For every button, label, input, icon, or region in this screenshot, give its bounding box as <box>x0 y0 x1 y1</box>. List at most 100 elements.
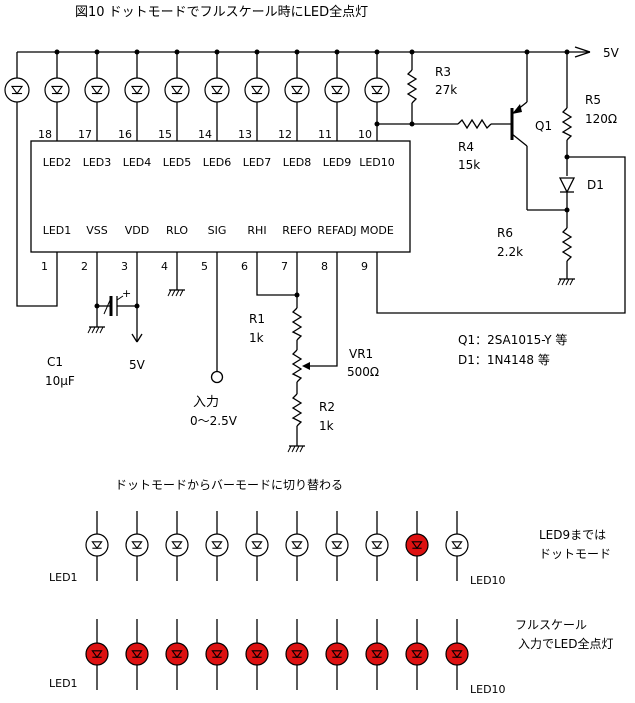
row1-led-6 <box>285 642 309 666</box>
parts-note-q1: Q1：2SA1015-Y 等 <box>458 333 567 347</box>
q1-name: Q1 <box>535 119 552 133</box>
pin-label-led7: LED7 <box>243 156 272 169</box>
pin-number-16: 16 <box>118 128 132 141</box>
pin-label-led4: LED4 <box>123 156 152 169</box>
row0-led-1 <box>85 533 109 557</box>
vr1-value: 500Ω <box>347 365 379 379</box>
led-top-8 <box>284 77 310 103</box>
pin-number-11: 11 <box>318 128 332 141</box>
c1-value: 10μF <box>45 374 75 388</box>
led-top-2 <box>44 77 70 103</box>
row1-led-1 <box>85 642 109 666</box>
pin-number-6: 6 <box>241 260 248 273</box>
r5-name: R5 <box>585 93 601 107</box>
pin-number-15: 15 <box>158 128 172 141</box>
led-top-3 <box>84 77 110 103</box>
led-top-4 <box>124 77 150 103</box>
r1-value: 1k <box>249 331 264 345</box>
pin-label-mode: MODE <box>360 224 394 237</box>
led-top-9 <box>324 77 350 103</box>
led-top-10 <box>364 77 390 103</box>
c1-plus: + <box>122 287 131 300</box>
pin-label-led1: LED1 <box>43 224 72 237</box>
pin-label-vdd: VDD <box>125 224 149 237</box>
rlo-ground <box>167 289 185 297</box>
r6-value: 2.2k <box>497 245 523 259</box>
row1-led-3 <box>165 642 189 666</box>
ic-top-pins: 18LED217LED316LED415LED514LED613LED712LE… <box>38 128 395 169</box>
node-refo <box>294 292 300 298</box>
pin-number-8: 8 <box>321 260 328 273</box>
r5-value: 120Ω <box>585 112 617 126</box>
row0-note-line2: ドットモード <box>539 547 611 561</box>
pin-number-10: 10 <box>358 128 372 141</box>
input-label: 入力 <box>193 395 219 410</box>
pin-label-led2: LED2 <box>43 156 72 169</box>
row1-led-9 <box>405 642 429 666</box>
pin-label-refo: REFO <box>282 224 312 237</box>
r2-ground <box>287 445 305 453</box>
r2-value: 1k <box>319 419 334 433</box>
row1-note-line1: フルスケール <box>515 618 587 632</box>
pin-number-12: 12 <box>278 128 292 141</box>
c1-name: C1 <box>47 355 63 369</box>
row1-note-line2: 入力でLED全点灯 <box>518 636 614 651</box>
led1-wire <box>16 108 58 307</box>
led-top-1 <box>4 77 30 103</box>
vdd-supply-label: 5V <box>129 358 146 372</box>
r6-resistor <box>561 227 573 262</box>
row0-led-6 <box>285 533 309 557</box>
pin-label-refadj: REFADJ <box>317 224 356 237</box>
pin-number-3: 3 <box>121 260 128 273</box>
vr1-wiper-arrow <box>302 362 310 370</box>
pin-number-7: 7 <box>281 260 288 273</box>
input-terminal <box>210 370 224 384</box>
r1-resistor <box>291 307 303 341</box>
vss-ground <box>87 326 105 334</box>
led-top-6 <box>204 77 230 103</box>
r6-ground <box>557 278 575 286</box>
r4-resistor <box>457 118 492 130</box>
pin-label-vss: VSS <box>86 224 108 237</box>
r3-name: R3 <box>435 65 451 79</box>
r2-resistor <box>291 393 303 427</box>
node-pin10 <box>374 121 380 127</box>
ic-bottom-pins: 1LED12VSS3VDD4RLO5SIG6RHI7REFO8REFADJ9MO… <box>41 224 394 273</box>
pin-label-rlo: RLO <box>166 224 188 237</box>
node-collector <box>564 207 570 213</box>
pin-label-led9: LED9 <box>323 156 352 169</box>
node-c1-pos <box>134 303 140 309</box>
row1-led-8 <box>365 642 389 666</box>
led-row-dot-mode <box>85 511 469 581</box>
figure-title: 図10 ドットモードでフルスケール時にLED全点灯 <box>75 4 368 20</box>
row0-led-8 <box>365 533 389 557</box>
parts-note-d1: D1：1N4148 等 <box>458 353 550 367</box>
input-range: 0～2.5V <box>190 414 238 428</box>
pin-label-led5: LED5 <box>163 156 192 169</box>
row0-first-label: LED1 <box>49 571 78 584</box>
row1-led-10 <box>445 642 469 666</box>
pin-number-14: 14 <box>198 128 212 141</box>
mode-wire <box>376 156 626 314</box>
row0-led-3 <box>165 533 189 557</box>
row0-note-line1: LED9までは <box>539 528 606 542</box>
pin-label-led8: LED8 <box>283 156 312 169</box>
rail-junctions <box>54 49 570 55</box>
r3-resistor <box>406 69 418 104</box>
vdd-arrow <box>131 333 143 343</box>
pin-number-4: 4 <box>161 260 168 273</box>
pin-number-5: 5 <box>201 260 208 273</box>
row1-led-7 <box>325 642 349 666</box>
ic-body <box>30 140 411 253</box>
node-r3 <box>409 121 415 127</box>
pin-label-led3: LED3 <box>83 156 112 169</box>
led-top-7 <box>244 77 270 103</box>
led-top-5 <box>164 77 190 103</box>
pin-label-led6: LED6 <box>203 156 232 169</box>
row1-led-5 <box>245 642 269 666</box>
r5-resistor <box>561 107 573 141</box>
pin-number-2: 2 <box>81 260 88 273</box>
section-caption: ドットモードからバーモードに切り替わる <box>115 478 343 492</box>
rhi-wire <box>256 252 297 296</box>
